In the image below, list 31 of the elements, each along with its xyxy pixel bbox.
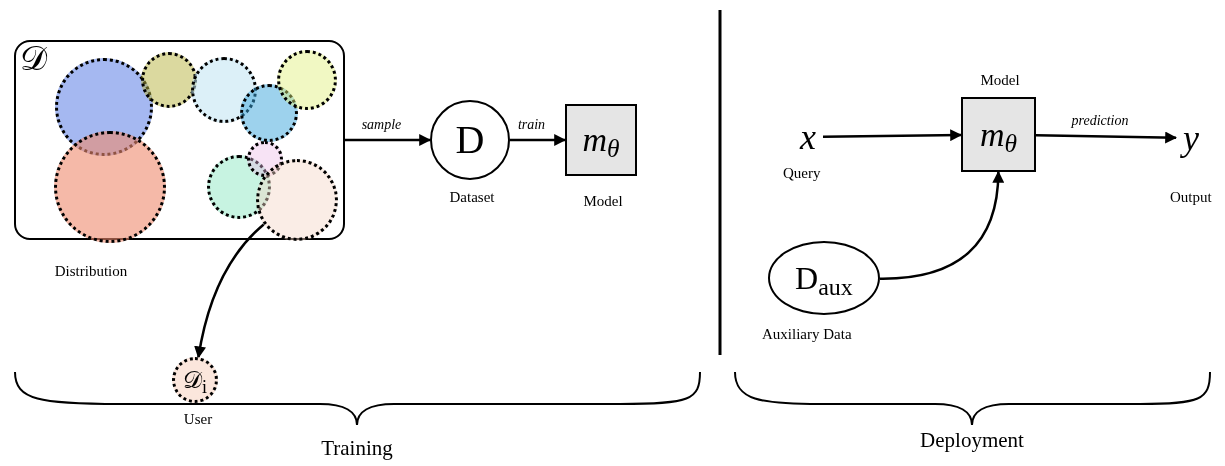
arrow <box>194 223 265 359</box>
arrow <box>345 134 432 146</box>
arrow <box>510 134 567 146</box>
edge-label: sample <box>359 118 404 132</box>
node-caption: Auxiliary Data <box>762 325 853 344</box>
node-label: m$_{θ}$ <box>979 117 1018 152</box>
arrow <box>823 129 963 142</box>
dotted-circle <box>141 52 197 108</box>
section-label: Training <box>321 438 393 459</box>
dotted-circle <box>240 84 298 142</box>
node-caption: Model <box>979 71 1021 90</box>
dotted-circle <box>256 159 338 241</box>
node-label: x <box>800 119 816 155</box>
edge-label: prediction <box>1069 114 1131 129</box>
node-caption: User <box>182 410 214 429</box>
section-label: Deployment <box>920 430 1024 451</box>
node-caption: Output <box>1170 188 1213 207</box>
node-label: D <box>455 120 485 160</box>
arrow <box>879 170 1004 280</box>
node-caption: Distribution <box>53 262 129 281</box>
dotted-circle <box>247 141 283 177</box>
edge-label: train <box>515 118 548 132</box>
node-caption: Model <box>582 192 624 211</box>
dotted-circle <box>277 50 337 110</box>
arrow <box>1035 131 1178 144</box>
node-label: D$_{aux}$ <box>795 262 853 294</box>
node-label: 𝒟$_{i}$ <box>183 368 207 392</box>
node-caption: Dataset <box>448 188 496 207</box>
node-caption: Query <box>783 164 822 183</box>
node-label: 𝒟 <box>20 42 47 76</box>
node-label: m$_{θ}$ <box>582 123 620 157</box>
